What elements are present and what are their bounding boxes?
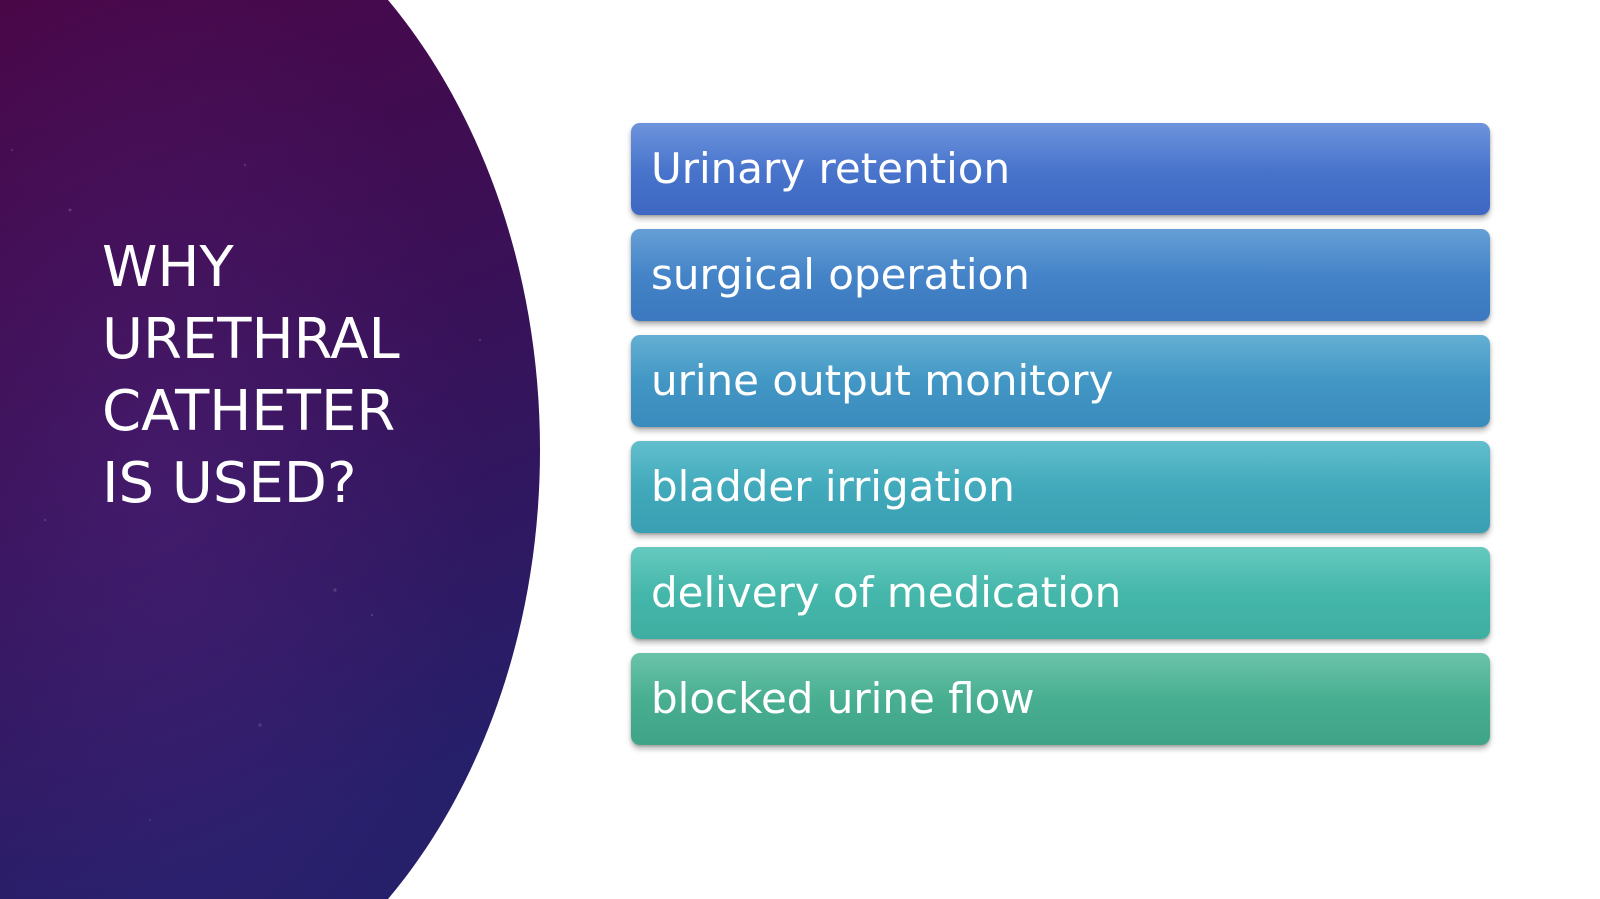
side-panel-graphic [0,0,540,899]
list-item-label: urine output monitory [651,356,1114,405]
slide-title: WHY URETHRAL CATHETER IS USED? [102,235,400,516]
list-item-delivery-of-medication: delivery of medication [631,547,1490,639]
list-item-surgical-operation: surgical operation [631,229,1490,321]
list-item-label: blocked urine flow [651,674,1035,723]
list-item-urine-output-monitory: urine output monitory [631,335,1490,427]
list-item-urinary-retention: Urinary retention [631,123,1490,215]
list-item-label: surgical operation [651,250,1030,299]
decorative-side-panel [0,0,545,899]
list-item-label: Urinary retention [651,144,1011,193]
list-item-bladder-irrigation: bladder irrigation [631,441,1490,533]
list-item-label: delivery of medication [651,568,1122,617]
list-item-label: bladder irrigation [651,462,1015,511]
list-item-blocked-urine-flow: blocked urine flow [631,653,1490,745]
reasons-list: Urinary retention surgical operation uri… [631,123,1490,759]
